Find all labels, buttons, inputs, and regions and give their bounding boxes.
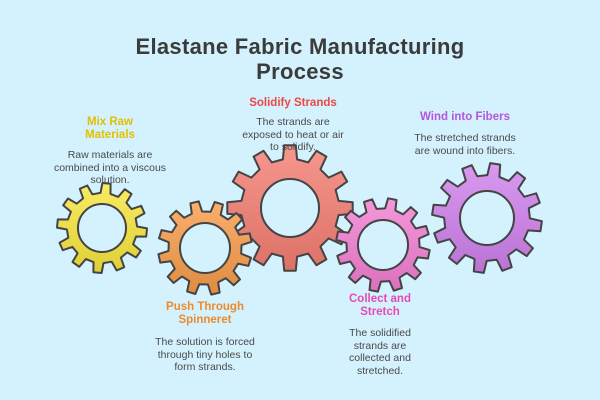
purple-gear-icon bbox=[431, 162, 543, 274]
step-description: The stretched strands are wound into fib… bbox=[414, 132, 516, 157]
page-title: Elastane Fabric Manufacturing Process bbox=[0, 34, 600, 84]
red-gear-icon bbox=[226, 144, 354, 272]
step-title: Push Through Spinneret bbox=[166, 301, 244, 326]
yellow-gear-icon bbox=[56, 182, 148, 274]
step-title: Collect and Stretch bbox=[349, 293, 411, 318]
step-mix-raw-materials: Mix Raw Materials Raw materials are comb… bbox=[40, 116, 180, 187]
pink-gear-icon bbox=[335, 197, 431, 293]
step-collect-and-stretch: Collect and Stretch The solidified stran… bbox=[310, 293, 450, 377]
step-wind-into-fibers: Wind into Fibers The stretched strands a… bbox=[395, 111, 535, 157]
step-title: Mix Raw Materials bbox=[85, 116, 135, 141]
step-description: The strands are exposed to heat or air t… bbox=[242, 116, 344, 153]
orange-gear-icon bbox=[157, 200, 253, 296]
step-description: The solution is forced through tiny hole… bbox=[155, 336, 255, 373]
step-title: Solidify Strands bbox=[249, 97, 337, 109]
step-description: Raw materials are combined into a viscou… bbox=[53, 149, 167, 186]
step-push-through-spinneret: Push Through Spinneret The solution is f… bbox=[135, 301, 275, 374]
step-title: Wind into Fibers bbox=[420, 111, 510, 123]
title-line-2: Process bbox=[256, 59, 344, 84]
step-description: The solidified strands are collected and… bbox=[349, 327, 411, 377]
step-solidify-strands: Solidify Strands The strands are exposed… bbox=[223, 97, 363, 154]
title-line-1: Elastane Fabric Manufacturing bbox=[135, 34, 465, 59]
